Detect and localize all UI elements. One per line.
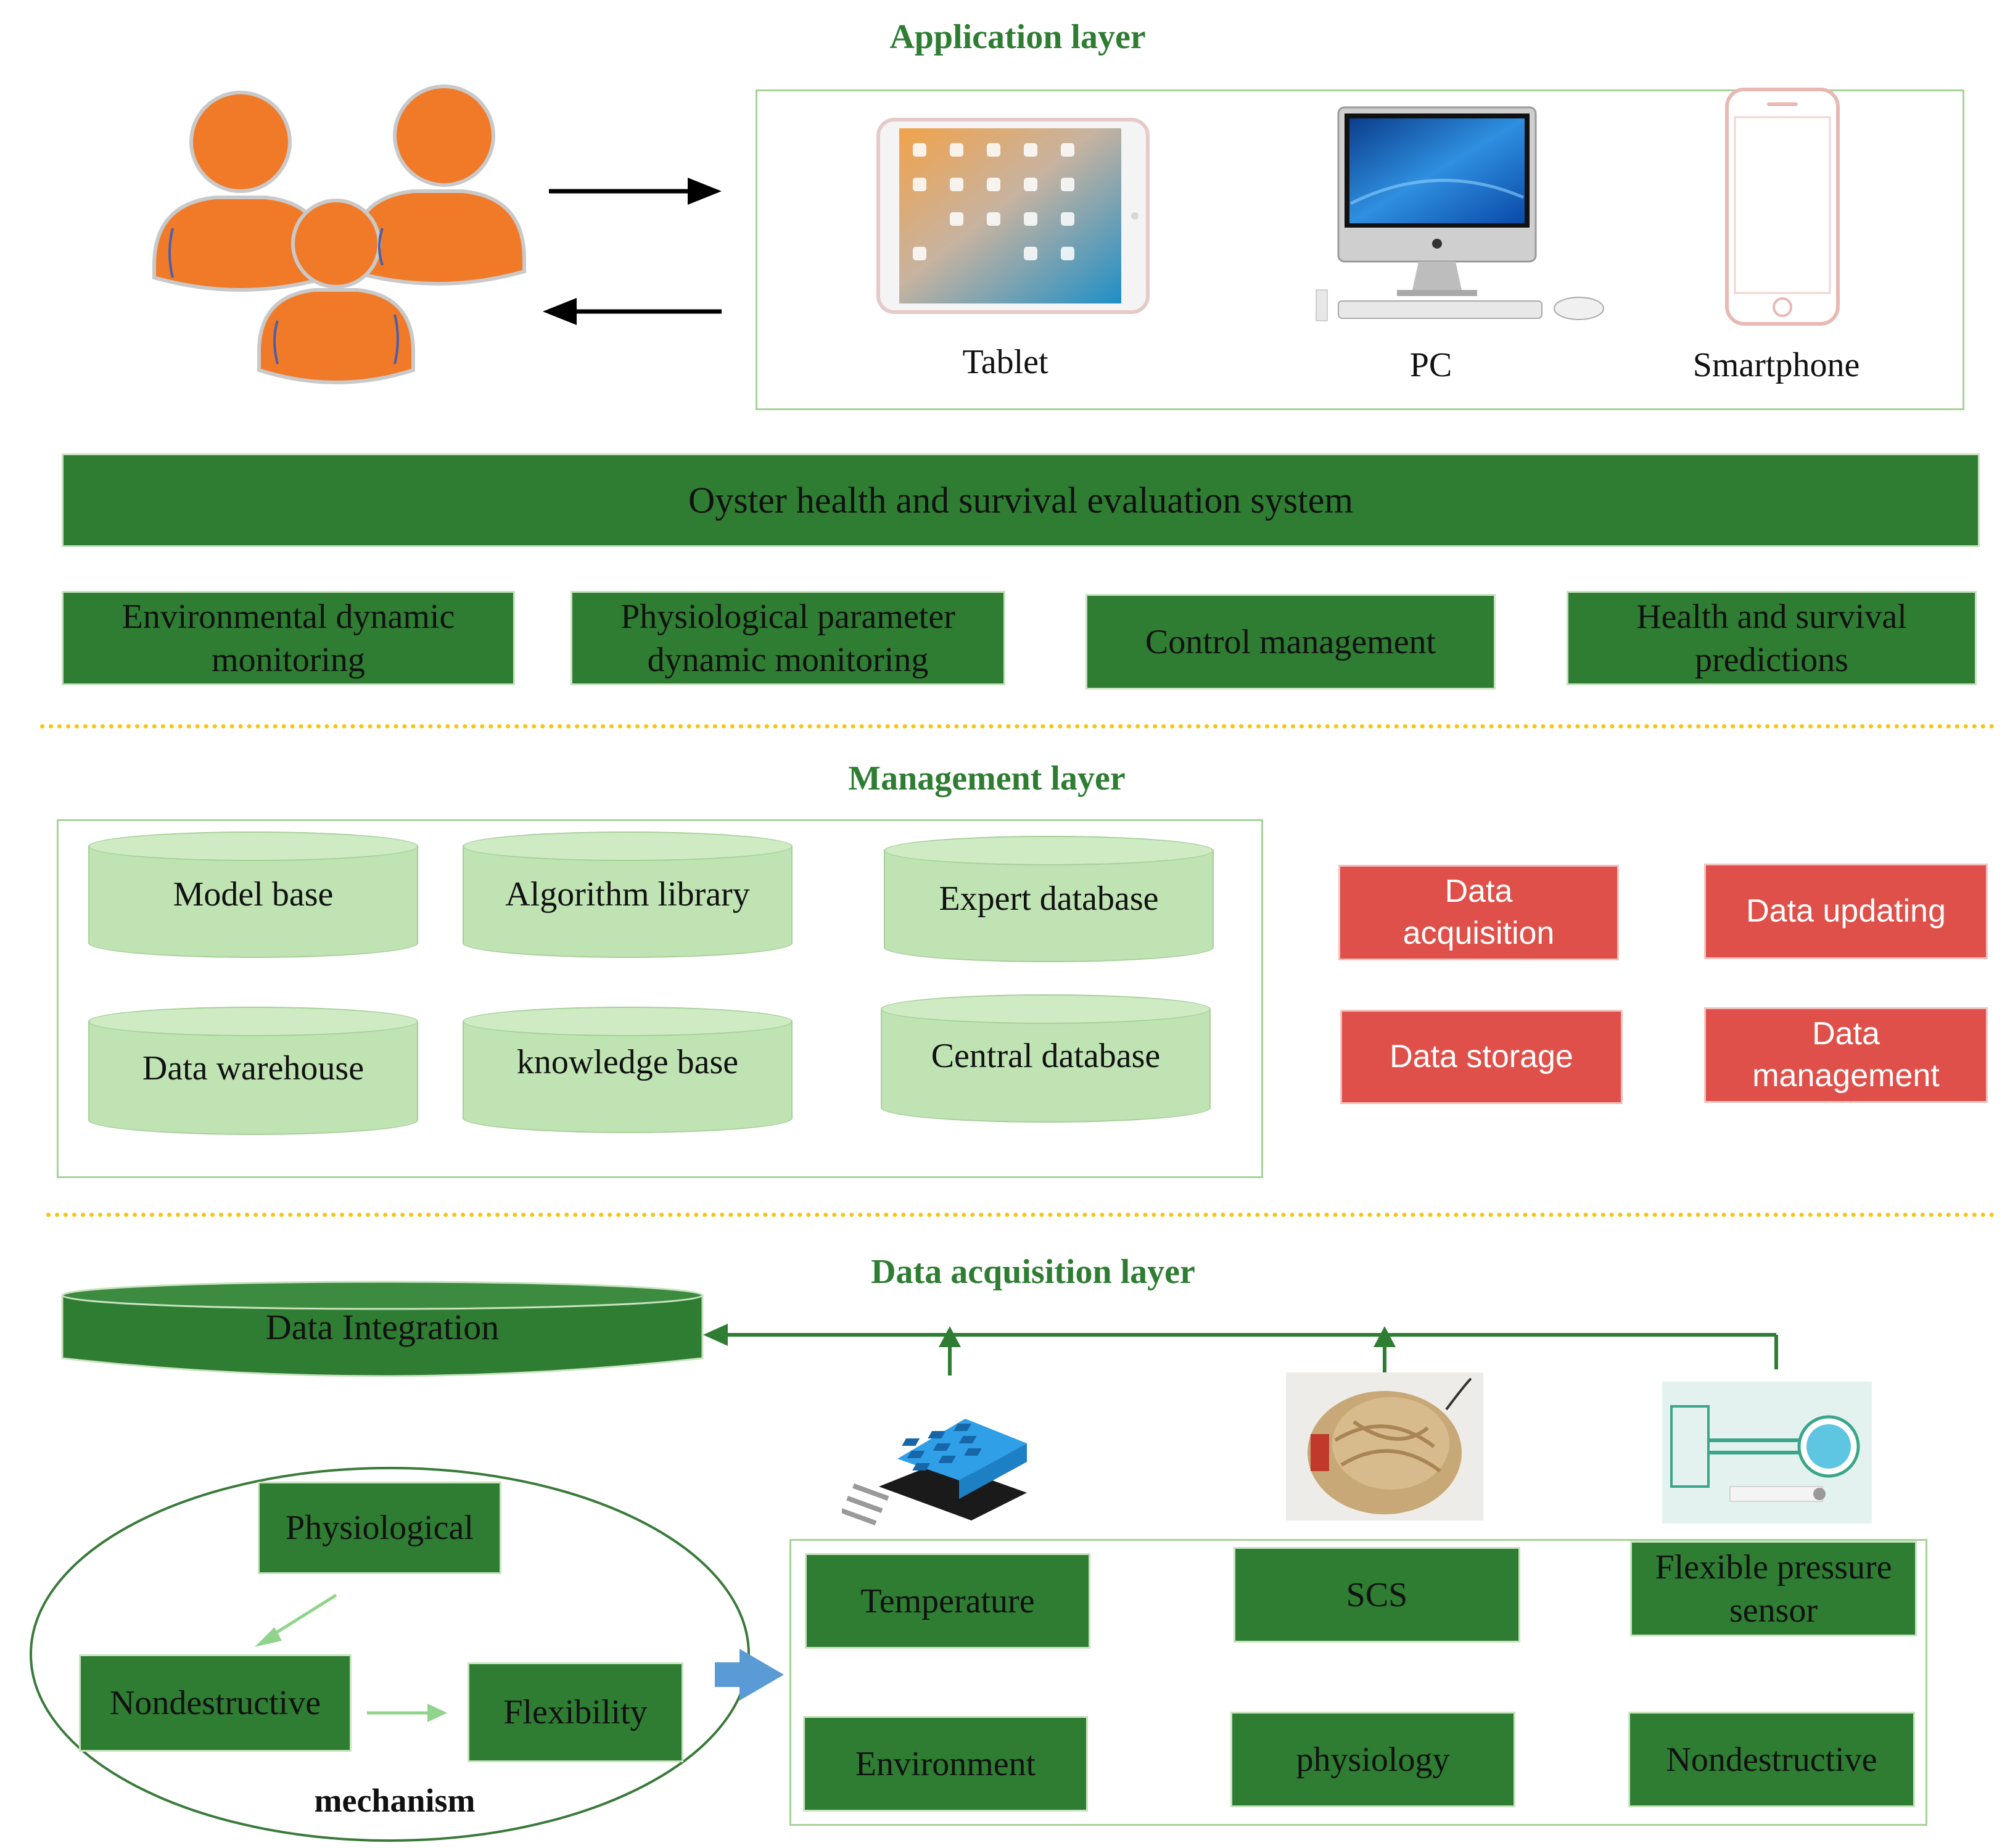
op-data-storage: Data storage [1340,1010,1623,1104]
category-nondestructive: Nondestructive [1628,1712,1915,1807]
database-label: Algorithm library [505,875,750,914]
tablet-icon [876,118,1150,314]
data-integration-cylinder [61,1281,704,1377]
module-physiological-monitoring: Physiological parameter dynamic monitori… [570,591,1005,685]
module-health-predictions: Health and survival predictions [1567,591,1977,685]
database-model-base: Model base [88,831,418,958]
mechanism-label: mechanism [314,1782,476,1819]
oyster-scs-image [1286,1372,1483,1520]
database-algorithm-library: Algorithm library [463,831,793,958]
database-central: Central database [881,994,1211,1123]
arrowhead-icon [427,1704,447,1722]
sensor-flow-lines [703,1324,1778,1376]
application-layer-title: Application layer [889,18,1146,56]
category-environment: Environment [803,1716,1088,1812]
op-data-management: Data management [1704,1007,1988,1103]
op-data-updating: Data updating [1704,864,1988,959]
module-control-management: Control management [1085,594,1496,690]
oyster-evaluation-system-bar: Oyster health and survival evaluation sy… [62,453,1980,547]
database-label: knowledge base [516,1043,739,1081]
database-knowledge-base: knowledge base [463,1007,793,1133]
databases-frame [57,819,1263,1178]
blue-arrow-icon [715,1649,784,1701]
data-integration-label: Data Integration [265,1307,500,1347]
module-environmental-monitoring: Environmental dynamic monitoring [62,591,515,685]
database-expert: Expert database [884,836,1214,962]
arrowhead-icon [1374,1326,1396,1347]
data-acquisition-layer-title: Data acquisition layer [871,1253,1195,1291]
sensor-scs: SCS [1234,1547,1520,1643]
users-icon [152,85,526,384]
database-label: Central database [931,1037,1161,1075]
flexible-pressure-sensor-icon [1662,1382,1872,1524]
left-arrow-icon [543,298,722,325]
sensor-flexible-pressure: Flexible pressure sensor [1630,1541,1917,1636]
sensor-temperature: Temperature [805,1553,1090,1649]
database-label: Expert database [939,880,1159,918]
smartphone-icon [1725,88,1840,326]
mechanism-arrows [255,1593,447,1722]
op-data-acquisition: Data acquisition [1338,865,1619,960]
sensor-grid-frame [789,1539,1927,1826]
database-label: Model base [173,875,334,914]
mechanism-nondestructive: Nondestructive [79,1654,352,1752]
desktop-computer-icon [1316,106,1604,321]
device-label-smartphone: Smartphone [1692,346,1860,384]
temperature-sensor-icon [842,1419,1027,1526]
category-physiology: physiology [1230,1712,1515,1807]
arrowhead-icon [939,1326,961,1347]
database-label: Data warehouse [142,1049,365,1087]
divider-line [46,1213,1995,1217]
right-arrow-icon [549,178,722,205]
database-data-warehouse: Data warehouse [88,1007,418,1135]
arrowhead-icon [703,1324,728,1346]
devices-frame [756,89,1964,410]
device-label-tablet: Tablet [962,343,1048,381]
user-figure [152,85,526,384]
divider-line [40,724,1995,728]
mechanism-physiological: Physiological [258,1482,501,1574]
device-label-pc: PC [1409,346,1452,384]
mechanism-flexibility: Flexibility [467,1662,683,1762]
arrowhead-icon [255,1627,282,1647]
management-layer-title: Management layer [848,759,1126,798]
